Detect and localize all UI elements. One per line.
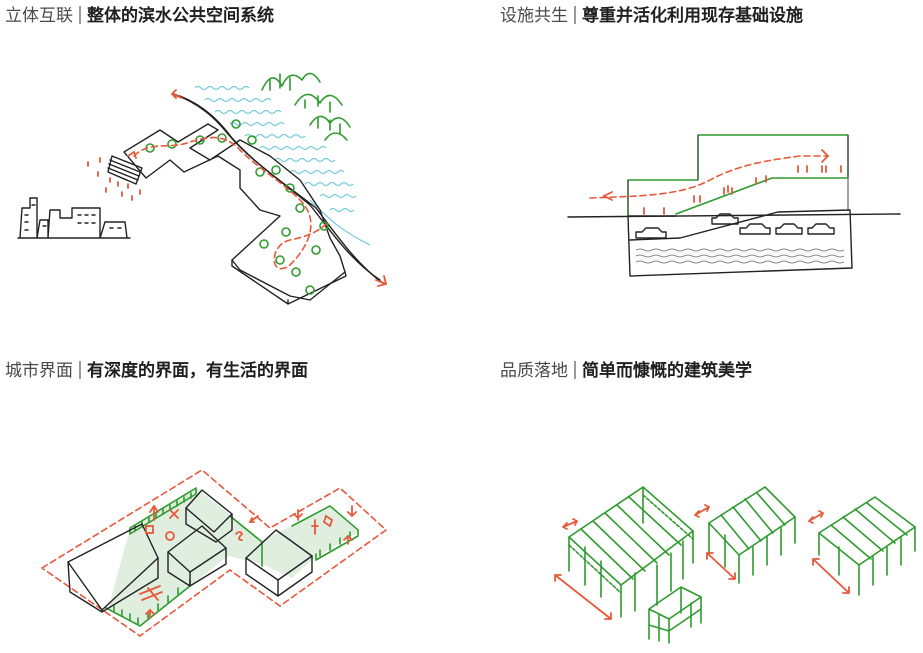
title-divider (79, 6, 81, 24)
arrow-icons (127, 89, 388, 287)
dimension-arrows (554, 504, 850, 620)
circulation-path (133, 136, 327, 270)
waterfront-public-space-sketch (17, 72, 388, 305)
circulation-path (589, 155, 827, 199)
steel-frame-tower (648, 586, 702, 644)
infrastructure-section-sketch (567, 134, 901, 277)
title-lead: 品质落地 (500, 361, 568, 381)
walkway-structure (123, 93, 385, 305)
title-lead: 设施共生 (500, 6, 568, 26)
arrow-icons (145, 504, 357, 619)
steel-frame-large (568, 486, 694, 618)
people-icons (643, 165, 842, 215)
title-lead: 城市界面 (5, 361, 73, 381)
people-icons (87, 157, 141, 201)
title-divider (79, 361, 81, 379)
panel-title: 城市界面有深度的界面，有生活的界面 (5, 361, 308, 381)
title-lead: 立体互联 (5, 6, 73, 26)
title-divider (574, 6, 576, 24)
stairs (107, 155, 143, 185)
title-main: 整体的滨水公共空间系统 (87, 6, 274, 26)
title-main: 尊重并活化利用现存基础设施 (582, 6, 803, 26)
title-divider (574, 361, 576, 379)
green-plaza (108, 488, 358, 626)
title-main: 简单而慷慨的建筑美学 (582, 361, 752, 381)
steel-frame-right (818, 496, 916, 596)
activity-icons (139, 509, 334, 601)
arrow-right-icon (821, 149, 830, 163)
panel-title: 品质落地简单而慷慨的建筑美学 (500, 361, 752, 381)
panel-title: 设施共生尊重并活化利用现存基础设施 (500, 6, 803, 26)
urban-interface-axonometric-sketch (40, 469, 388, 637)
building-blocks (67, 489, 313, 613)
car-icons (635, 213, 835, 239)
title-main: 有深度的界面，有生活的界面 (87, 361, 308, 381)
panel-title: 立体互联整体的滨水公共空间系统 (5, 6, 274, 26)
city-skyline-icon (17, 197, 131, 239)
water-waves (635, 248, 845, 264)
steel-frame-medium (708, 486, 796, 584)
trees-icon (145, 119, 329, 295)
mountains-icon (261, 72, 351, 141)
arrow-left-icon (601, 191, 613, 201)
water-waves (194, 86, 371, 246)
steel-frame-structures-sketch (554, 486, 916, 644)
